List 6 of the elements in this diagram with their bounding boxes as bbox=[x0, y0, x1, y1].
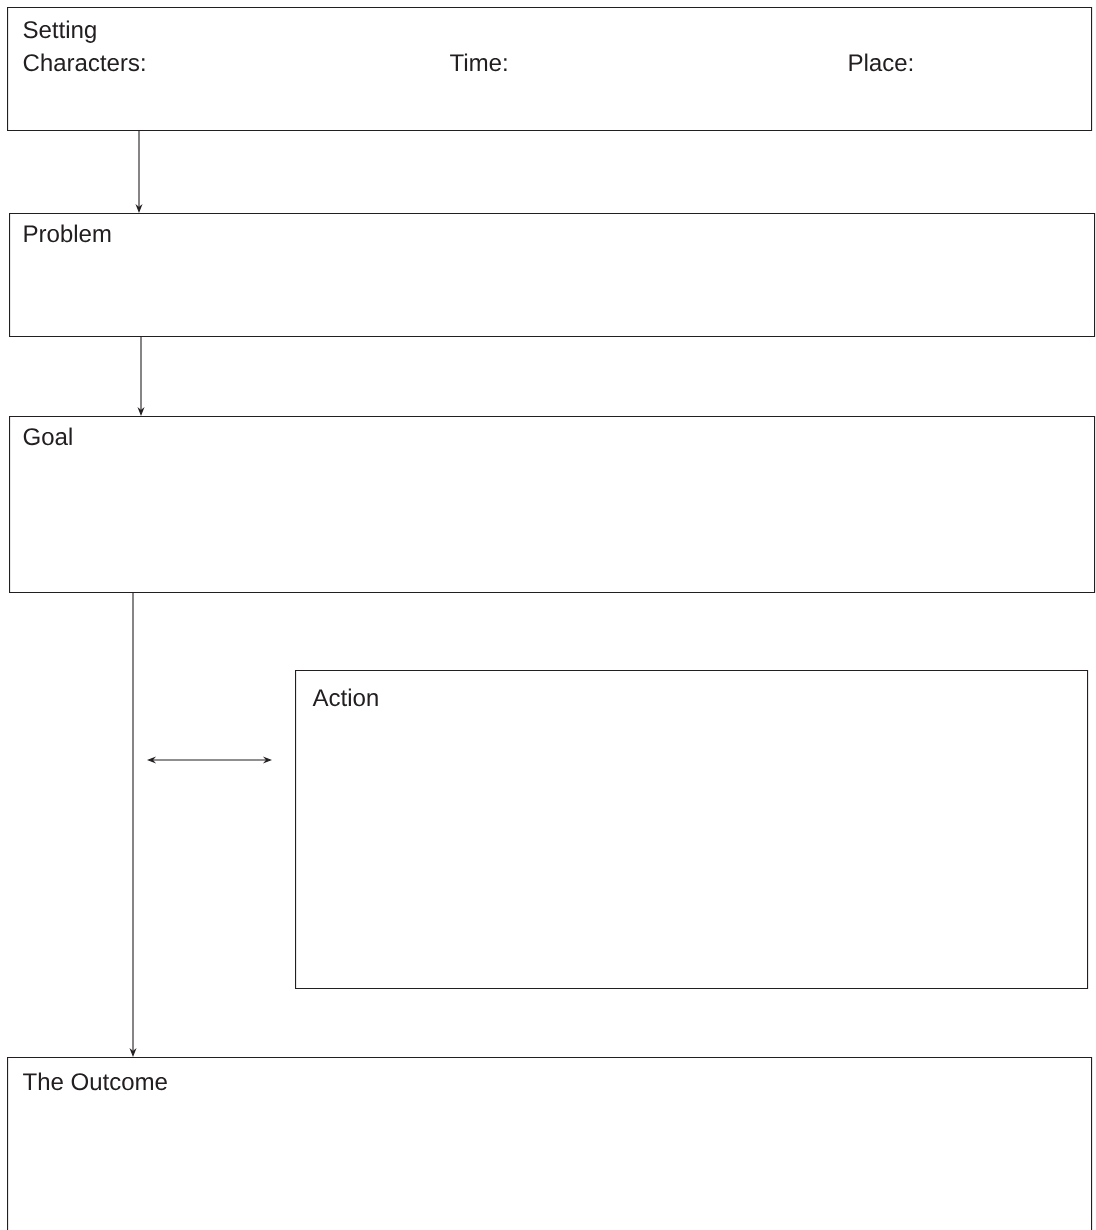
text-box: Goal bbox=[9, 416, 1096, 594]
text-box: Setting Characters: Time: Place: bbox=[7, 7, 1093, 132]
arrow bbox=[147, 756, 272, 764]
text-box: Action bbox=[295, 670, 1089, 990]
text-box: The Outcome bbox=[7, 1057, 1093, 1230]
text-box: Problem bbox=[9, 213, 1096, 338]
